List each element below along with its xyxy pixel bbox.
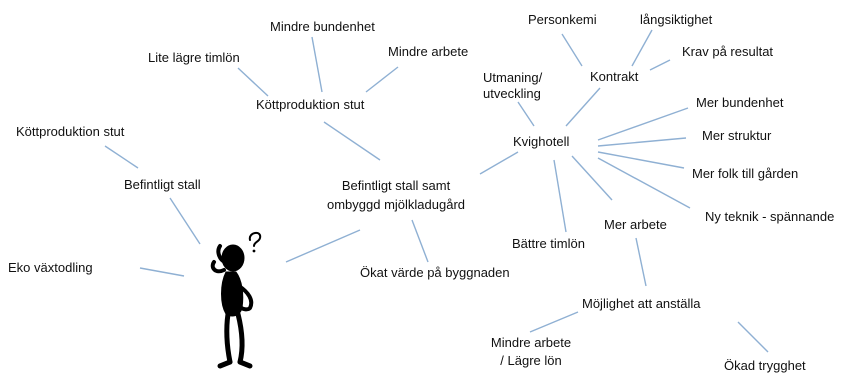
link-mer-arbete-mojlighet <box>635 237 647 287</box>
link-langsiktighet <box>631 29 653 67</box>
node-mindre-bundenhet: Mindre bundenhet <box>270 19 375 34</box>
node-kottproduktion-stut-left: Köttproduktion stut <box>16 124 125 139</box>
node-okad-trygghet: Ökad trygghet <box>724 358 806 373</box>
link-okad-trygghet <box>737 321 769 353</box>
node-befintligt-ombyggd: Befintligt stall samt ombyggd mjölkladug… <box>316 176 476 214</box>
node-mindre-arbete-lagre-line1: Mindre arbete <box>490 335 572 350</box>
node-mer-folk: Mer folk till gården <box>692 166 799 181</box>
node-utmaning: Utmaning/ utveckling <box>483 70 542 102</box>
link-kontrakt-kvighotell <box>565 87 601 127</box>
link-mer-bundenhet <box>597 107 689 141</box>
link-personkemi <box>561 33 583 67</box>
node-mer-struktur: Mer struktur <box>702 128 772 143</box>
link-utmaning <box>517 101 535 127</box>
node-lite-lagre-timlon: Lite lägre timlön <box>148 50 240 65</box>
node-befintligt-ombyggd-line2: ombyggd mjölkladugård <box>326 197 466 212</box>
node-krav-pa-resultat: Krav på resultat <box>682 44 774 59</box>
link-center-to-kvighotell <box>479 151 519 175</box>
node-befintligt-stall: Befintligt stall <box>124 177 201 192</box>
node-kottproduktion-stut-mid: Köttproduktion stut <box>256 97 365 112</box>
link-krav <box>649 59 671 71</box>
node-utmaning-line1: Utmaning/ <box>483 70 543 85</box>
link-okat-varde <box>411 219 429 263</box>
link-mindre-arbete-top <box>365 66 399 93</box>
thinking-person-icon <box>210 232 262 369</box>
link-figure-to-center <box>285 229 361 263</box>
node-kontrakt: Kontrakt <box>590 69 639 84</box>
node-eko-vaxtodling: Eko växtodling <box>8 260 93 275</box>
node-befintligt-ombyggd-line1: Befintligt stall samt <box>341 178 451 193</box>
link-eko-vaxtodling <box>139 267 185 277</box>
link-mindre-bundenhet <box>311 36 323 93</box>
link-mer-folk <box>597 151 685 169</box>
link-mer-struktur <box>597 137 687 147</box>
link-lite-lagre-timlon <box>237 67 269 97</box>
node-mojlighet-anstalla: Möjlighet att anställa <box>582 296 701 311</box>
node-okat-varde: Ökat värde på byggnaden <box>360 265 510 280</box>
node-kvighotell: Kvighotell <box>513 134 570 149</box>
link-ny-teknik <box>597 157 691 209</box>
link-befintligt-stall <box>169 197 201 245</box>
node-langsiktighet: långsiktighet <box>640 12 713 27</box>
node-mer-arbete: Mer arbete <box>604 217 667 232</box>
node-ny-teknik: Ny teknik - spännande <box>705 209 835 224</box>
link-mindre-arbete-lagre <box>529 311 579 333</box>
node-mindre-arbete-lagre-line2: / Lägre lön <box>500 353 562 368</box>
link-battre-timlon <box>553 159 567 233</box>
node-mindre-arbete-top: Mindre arbete <box>388 44 469 59</box>
node-mer-bundenhet: Mer bundenhet <box>696 95 784 110</box>
link-kottproduktion-left <box>104 145 139 169</box>
link-mer-arbete <box>571 155 613 201</box>
node-personkemi: Personkemi <box>528 12 597 27</box>
link-kottproduktion-to-center <box>323 121 381 161</box>
node-mindre-arbete-lagre: Mindre arbete / Lägre lön <box>478 334 584 370</box>
node-utmaning-line2: utveckling <box>483 86 541 101</box>
node-battre-timlon: Bättre timlön <box>512 236 585 251</box>
